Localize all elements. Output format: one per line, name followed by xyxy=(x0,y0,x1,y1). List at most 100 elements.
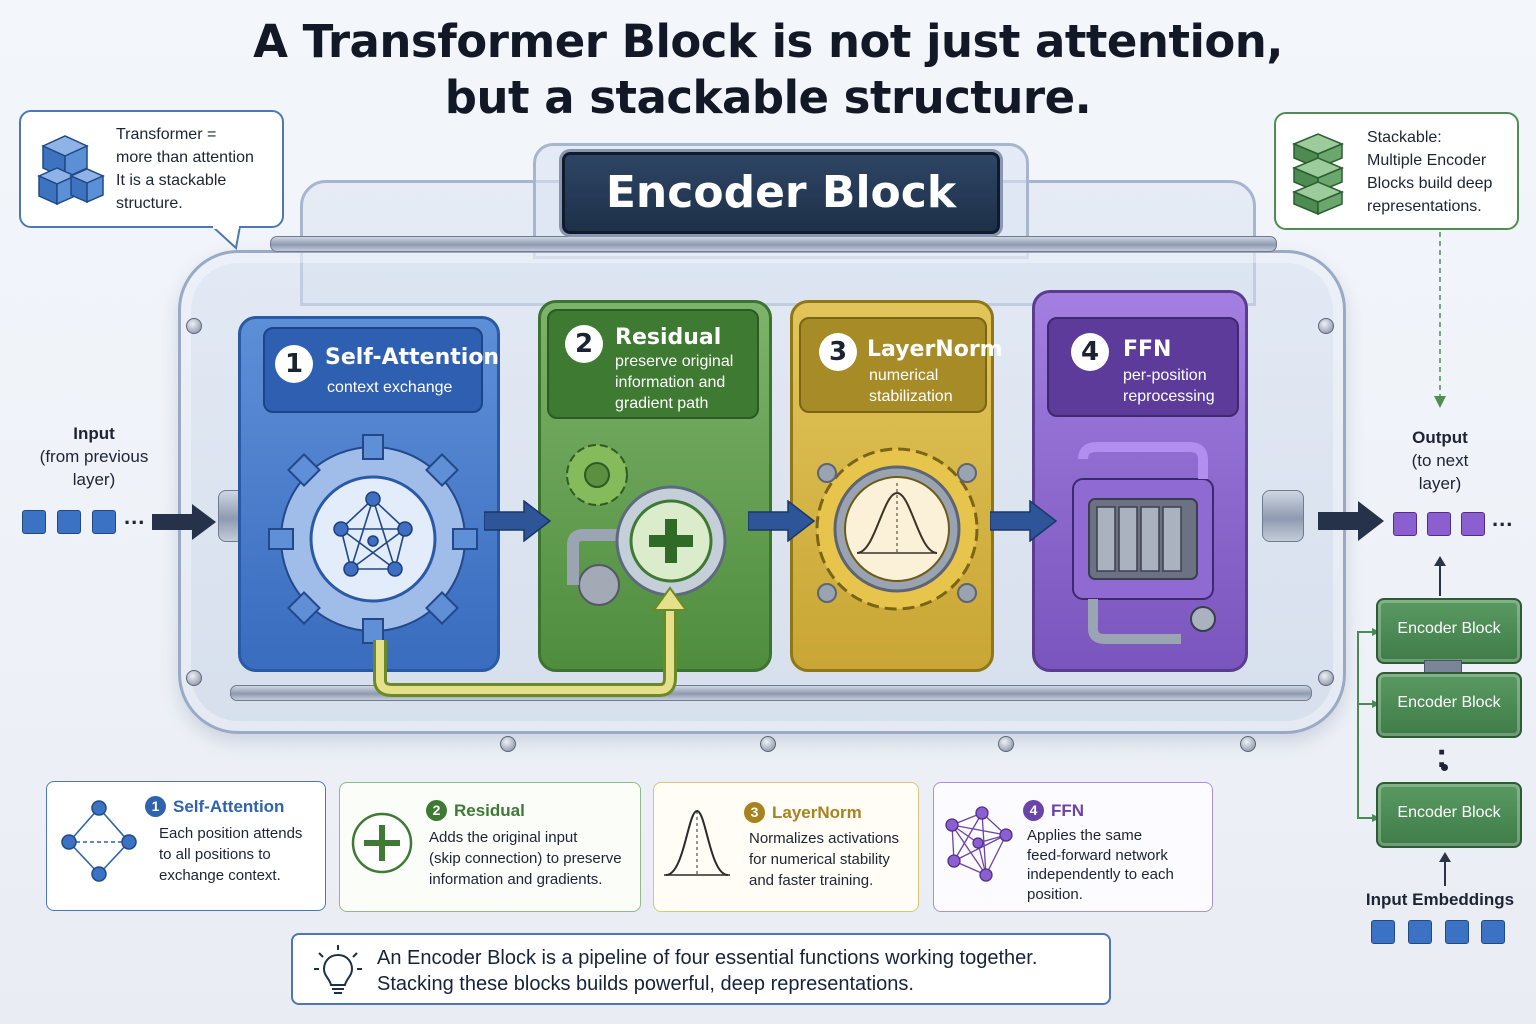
input-arrow xyxy=(152,504,216,540)
stack-up-arrow-bottom xyxy=(1439,852,1451,886)
callout-right-line-4: representations. xyxy=(1367,198,1482,215)
module-ffn-plate: 4 FFN per-position reprocessing xyxy=(1047,317,1239,417)
arrow-layernorm-to-ffn xyxy=(990,500,1058,542)
page-title: A Transformer Block is not just attentio… xyxy=(0,14,1536,126)
card-3-line: Normalizes activations xyxy=(749,830,900,847)
input-token xyxy=(57,510,81,534)
arrow-attention-to-residual xyxy=(484,500,552,542)
summary-line: An Encoder Block is a pipeline of four e… xyxy=(377,947,1038,969)
right-pipe xyxy=(1262,490,1304,542)
module-2-subtitle-line: preserve original xyxy=(615,353,734,370)
card-1-line: exchange context. xyxy=(159,867,281,884)
module-4-subtitle: per-position reprocessing xyxy=(1123,365,1215,407)
card-1-title: 1 Self-Attention xyxy=(145,796,284,817)
module-3-title: LayerNorm xyxy=(867,337,1003,362)
module-4-title: FFN xyxy=(1123,337,1172,362)
stack-encoder-block: Encoder Block xyxy=(1376,672,1522,738)
module-2-subtitle: preserve original information and gradie… xyxy=(615,351,733,414)
stacked-layers-icon xyxy=(1292,133,1344,216)
output-token xyxy=(1427,512,1451,536)
module-3-subtitle: numerical stabilization xyxy=(869,365,953,407)
output-label-line: (to next xyxy=(1411,451,1469,470)
card-1-title-text: Self-Attention xyxy=(173,797,285,816)
bolt xyxy=(998,736,1014,752)
card-3-line: and faster training. xyxy=(749,872,874,889)
card-2-line: Adds the original input xyxy=(429,829,578,846)
bolt xyxy=(186,318,202,334)
card-2-line: information and gradients. xyxy=(429,871,603,888)
card-2-line: (skip connection) to preserve xyxy=(429,850,622,867)
bolt xyxy=(186,670,202,686)
input-token xyxy=(92,510,116,534)
bolt xyxy=(1318,318,1334,334)
attention-graph-gear-icon xyxy=(268,434,478,644)
module-2-badge: 2 xyxy=(565,325,603,363)
summary-text: An Encoder Block is a pipeline of four e… xyxy=(377,945,1037,997)
callout-right-line-2: Multiple Encoder xyxy=(1367,152,1487,169)
card-4-line: independently to each xyxy=(1027,866,1174,883)
card-3-title-text: LayerNorm xyxy=(772,803,862,822)
module-layernorm: 3 LayerNorm numerical stabilization xyxy=(790,300,1003,672)
attention-graph-icon xyxy=(61,800,137,882)
stack-ellipsis: : xyxy=(1436,737,1448,775)
module-residual-plate: 2 Residual preserve original information… xyxy=(547,309,759,419)
stack-ellipsis-dot xyxy=(1441,764,1448,771)
input-ellipsis: ... xyxy=(124,504,146,529)
callout-left-line-1: Transformer = xyxy=(116,126,217,143)
output-token xyxy=(1461,512,1485,536)
callout-right: Stackable: Multiple Encoder Blocks build… xyxy=(1274,112,1519,230)
card-3-text: Normalizes activations for numerical sta… xyxy=(749,828,899,891)
stack-encoder-block: Encoder Block xyxy=(1376,782,1522,848)
callout-left-line-2: more than attention xyxy=(116,149,254,166)
module-1-title: Self-Attention xyxy=(325,345,500,370)
card-2-number: 2 xyxy=(426,800,447,821)
embedding-token xyxy=(1371,920,1395,944)
summary-box: An Encoder Block is a pipeline of four e… xyxy=(291,933,1111,1005)
card-1-line: to all positions to xyxy=(159,846,271,863)
card-1-number: 1 xyxy=(145,796,166,817)
encoder-block-label: Encoder Block xyxy=(562,152,1000,234)
bolt xyxy=(500,736,516,752)
input-label-line: Input xyxy=(73,424,115,443)
engine-icon xyxy=(1072,442,1216,644)
module-2-subtitle-line: gradient path xyxy=(615,395,709,412)
card-2-title: 2 Residual xyxy=(426,800,525,821)
residual-skip-arrow xyxy=(373,586,688,697)
title-line-1: A Transformer Block is not just attentio… xyxy=(253,15,1283,68)
card-residual: 2 Residual Adds the original input (skip … xyxy=(339,782,641,912)
card-2-title-text: Residual xyxy=(454,801,525,820)
callout-left-tail xyxy=(210,226,242,250)
card-self-attention: 1 Self-Attention Each position attends to… xyxy=(46,781,326,911)
output-label-line: Output xyxy=(1412,428,1468,447)
module-3-subtitle-line: numerical xyxy=(869,367,939,384)
network-graph-icon xyxy=(945,806,1013,882)
output-ellipsis: ... xyxy=(1492,506,1514,531)
module-2-subtitle-line: information and xyxy=(615,374,726,391)
card-4-line: feed-forward network xyxy=(1027,846,1168,864)
plus-circle-icon xyxy=(351,812,413,874)
callout-left-line-4: structure. xyxy=(116,195,183,212)
module-4-badge: 4 xyxy=(1071,333,1109,371)
arrow-residual-to-layernorm xyxy=(748,500,816,542)
stack-dashed-connector xyxy=(1434,232,1446,408)
module-self-attention-plate: 1 Self-Attention context exchange xyxy=(263,327,499,413)
card-3-line: for numerical stability xyxy=(749,851,890,868)
module-4-subtitle-line: reprocessing xyxy=(1123,388,1215,405)
card-1-text: Each position attends to all positions t… xyxy=(159,823,302,886)
module-2-title: Residual xyxy=(615,325,722,350)
stacked-cubes-icon xyxy=(37,135,105,206)
module-4-subtitle-line: per-position xyxy=(1123,367,1207,384)
bolt xyxy=(760,736,776,752)
input-label-line: layer) xyxy=(72,470,116,489)
input-token xyxy=(22,510,46,534)
output-arrow xyxy=(1318,501,1384,541)
card-4-text: Applies the same feed-forward network in… xyxy=(1027,826,1174,904)
input-label-line: (from previous xyxy=(39,447,149,466)
module-3-badge: 3 xyxy=(819,333,857,371)
module-residual: 2 Residual preserve original information… xyxy=(538,300,772,672)
card-1-line: Each position attends xyxy=(159,825,303,842)
title-line-2: but a stackable structure. xyxy=(444,71,1092,124)
